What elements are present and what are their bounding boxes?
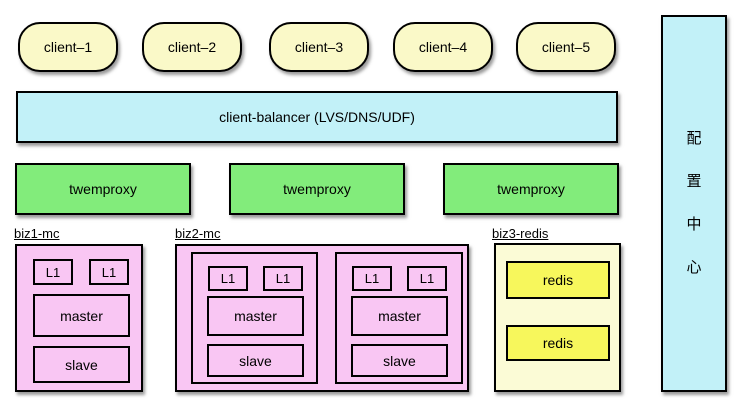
client-1-label: client–1 <box>43 39 93 55</box>
biz2-pod-1-l1-right-label: L1 <box>275 271 291 286</box>
client-balancer-label: client-balancer (LVS/DNS/UDF) <box>219 109 415 125</box>
biz1-l1-left-label: L1 <box>45 264 61 280</box>
config-center-char-3: 中 <box>686 216 702 233</box>
biz2-pod-2-slave-label: slave <box>383 352 416 369</box>
biz1-l1-right-node: L1 <box>89 259 129 285</box>
client-3-label: client–3 <box>294 39 344 55</box>
biz2-pod-2-l1-right-label: L1 <box>419 271 435 286</box>
client-3-node: client–3 <box>269 22 369 72</box>
config-center-char-2: 置 <box>686 173 702 190</box>
biz2-pod-2: L1 L1 master slave <box>335 252 463 384</box>
biz2-pod-2-slave-node: slave <box>351 344 448 377</box>
twemproxy-node-1: twemproxy <box>15 163 191 215</box>
biz1-slave-label: slave <box>65 356 98 373</box>
biz2-pod-1-l1-left-node: L1 <box>208 266 248 291</box>
config-center-bar: 配 置 中 心 <box>661 15 727 392</box>
redis-2-label: redis <box>542 335 574 351</box>
twemproxy-2-label: twemproxy <box>283 181 351 197</box>
biz3-redis-box: redis redis <box>494 243 621 392</box>
biz2-pod-1-slave-node: slave <box>207 344 304 377</box>
client-5-node: client–5 <box>516 22 616 72</box>
biz2-pod-1-slave-label: slave <box>239 352 272 369</box>
biz2-pod-2-l1-right-node: L1 <box>407 266 447 291</box>
biz1-master-label: master <box>60 307 103 324</box>
redis-node-1: redis <box>506 261 610 299</box>
config-center-char-4: 心 <box>686 259 702 276</box>
biz2-pod-1-l1-left-label: L1 <box>220 271 236 286</box>
biz2-pod-1-master-label: master <box>234 308 277 324</box>
redis-node-2: redis <box>506 325 610 361</box>
biz2-pod-2-master-label: master <box>378 308 421 324</box>
biz1-l1-right-label: L1 <box>101 264 117 280</box>
biz3-redis-label: biz3-redis <box>492 226 549 241</box>
biz2-mc-label: biz2-mc <box>175 226 221 241</box>
client-4-node: client–4 <box>393 22 493 72</box>
twemproxy-3-label: twemproxy <box>497 181 565 197</box>
biz2-pod-1-l1-right-node: L1 <box>263 266 303 291</box>
biz1-mc-label: biz1-mc <box>14 226 60 241</box>
biz1-master-node: master <box>33 294 130 337</box>
biz2-pod-2-l1-left-label: L1 <box>364 271 380 286</box>
twemproxy-1-label: twemproxy <box>69 181 137 197</box>
biz2-pod-1-master-node: master <box>207 296 304 336</box>
biz2-pod-2-l1-left-node: L1 <box>352 266 392 291</box>
biz1-l1-left-node: L1 <box>33 259 73 285</box>
twemproxy-node-3: twemproxy <box>443 163 619 215</box>
biz2-pod-1: L1 L1 master slave <box>191 252 318 384</box>
biz2-pod-2-master-node: master <box>351 296 448 336</box>
client-5-label: client–5 <box>541 39 591 55</box>
twemproxy-node-2: twemproxy <box>229 163 405 215</box>
client-4-label: client–4 <box>418 39 468 55</box>
client-1-node: client–1 <box>18 22 118 72</box>
client-2-node: client–2 <box>142 22 242 72</box>
client-balancer-node: client-balancer (LVS/DNS/UDF) <box>16 91 618 143</box>
redis-1-label: redis <box>542 272 574 288</box>
biz1-mc-box: L1 L1 master slave <box>15 244 143 392</box>
client-2-label: client–2 <box>167 39 217 55</box>
config-center-char-1: 配 <box>686 130 702 147</box>
biz1-slave-node: slave <box>33 346 130 383</box>
biz2-mc-box: L1 L1 master slave L1 L1 master slave <box>175 244 469 392</box>
